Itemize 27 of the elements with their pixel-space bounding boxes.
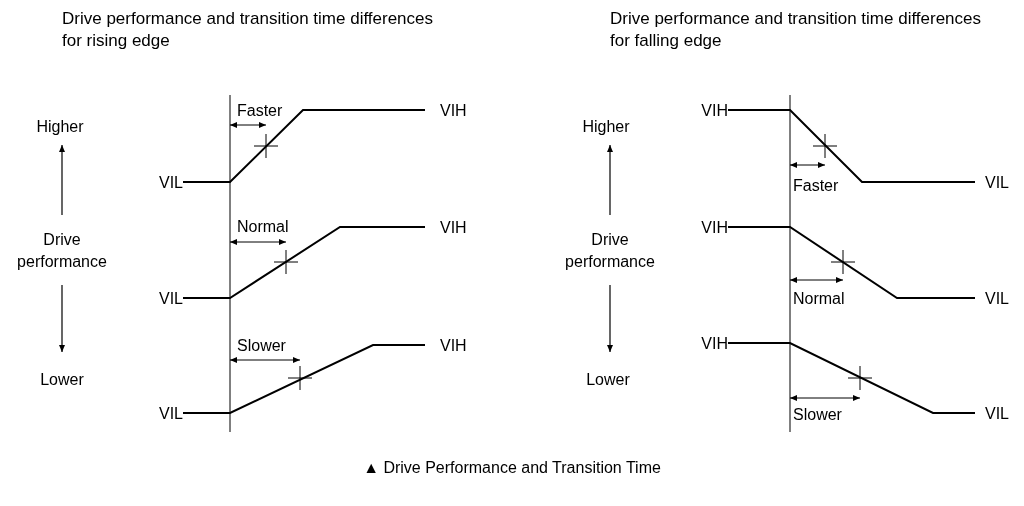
level-label: VIL <box>159 288 183 308</box>
level-label: VIL <box>159 403 183 423</box>
axis-label: Higher <box>582 116 630 136</box>
level-label: VIL <box>985 288 1009 308</box>
axis-label: Higher <box>36 116 84 136</box>
axis-label: Drive performance <box>16 230 108 272</box>
axis-label: Drive performance <box>564 230 656 272</box>
level-label: VIH <box>701 333 728 353</box>
level-label: VIH <box>701 100 728 120</box>
level-label: VIH <box>440 217 467 237</box>
panel-heading: Drive performance and transition time differences for falling edge <box>610 8 983 52</box>
level-label: VIH <box>701 217 728 237</box>
level-label: VIH <box>440 100 467 120</box>
timing-label: Faster <box>237 100 283 120</box>
axis-label: Lower <box>586 369 630 389</box>
timing-label: Slower <box>793 404 842 424</box>
panel-heading: Drive performance and transition time differences for rising edge <box>62 8 435 52</box>
level-label: VIL <box>985 403 1009 423</box>
timing-label: Normal <box>793 288 845 308</box>
timing-label: Faster <box>793 175 839 195</box>
timing-label: Normal <box>237 216 289 236</box>
figure-caption: ▲ Drive Performance and Transition Time <box>363 457 661 477</box>
level-label: VIL <box>985 172 1009 192</box>
level-label: VIH <box>440 335 467 355</box>
timing-label: Slower <box>237 335 286 355</box>
level-label: VIL <box>159 172 183 192</box>
axis-label: Lower <box>40 369 84 389</box>
